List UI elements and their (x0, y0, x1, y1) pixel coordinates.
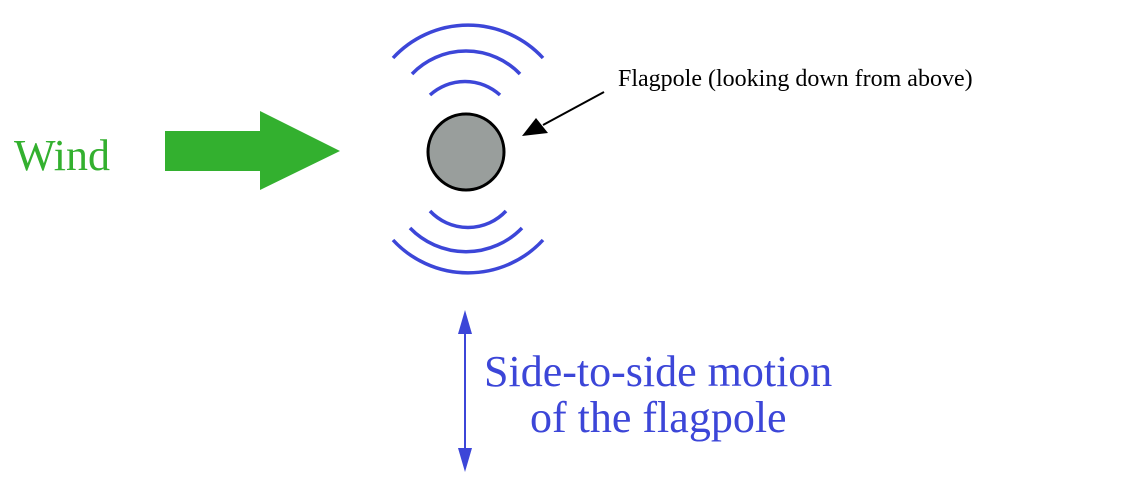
wind-label: Wind (14, 131, 110, 180)
motion-label-line1: Side-to-side motion (484, 347, 832, 396)
motion-arrow (458, 310, 472, 472)
lower-wave-arc-middle (408, 226, 524, 254)
upper-wave-arc-middle (410, 49, 522, 76)
upper-wave-arcs (391, 23, 545, 97)
lower-wave-arcs (391, 209, 545, 275)
flagpole-label: Flagpole (looking down from above) (618, 66, 973, 92)
motion-arrow-head-down (458, 448, 472, 472)
upper-wave-arc-inner (428, 79, 502, 97)
motion-arrow-head-up (458, 310, 472, 334)
lower-wave-arc-outer (391, 238, 545, 275)
flagpole-pointer-line (542, 91, 605, 126)
lower-wave-arc-inner (428, 209, 508, 230)
flagpole-circle (426, 112, 506, 192)
wind-arrow (165, 111, 340, 190)
flagpole-pointer-head (522, 118, 548, 136)
motion-label-line2: of the flagpole (530, 393, 787, 442)
upper-wave-arc-outer (391, 23, 545, 60)
